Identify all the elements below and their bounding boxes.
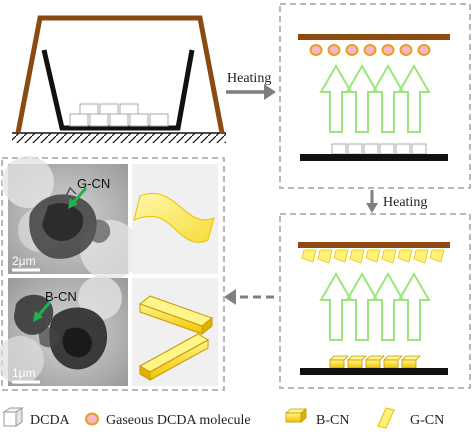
crucible-outline <box>15 15 225 134</box>
heating-label-1: Heating <box>227 71 271 86</box>
heating-arrow-2: Heating <box>366 190 427 213</box>
tem-image-gcn: G-CN 2μm <box>2 156 140 280</box>
tem-scale-bcn: 1μm <box>12 366 36 380</box>
panel-products: G-CN 2μm B-CN 1μm <box>0 156 225 391</box>
panel-growth <box>279 213 471 389</box>
dcda-cubes-substrate <box>331 143 427 155</box>
lid-plate-2 <box>298 242 450 248</box>
dashed-flow-arrow <box>224 289 274 305</box>
heating-arrow-1: Heating <box>226 71 276 100</box>
substrate-1 <box>300 154 448 161</box>
gaseous-molecules <box>309 44 431 56</box>
heating-label-2: Heating <box>383 195 427 210</box>
legend-gcn-label: G-CN <box>410 413 444 428</box>
legend-gaseous-label: Gaseous DCDA molecule <box>106 413 251 428</box>
tem-image-bcn: B-CN 1μm <box>0 276 128 386</box>
panel-gaseous <box>279 3 471 189</box>
gcn-flakes-lid <box>301 249 445 264</box>
substrate-2 <box>300 368 448 375</box>
bcn-slab-schematic-1 <box>138 295 214 336</box>
legend: DCDA Gaseous DCDA molecule B-CN G-CN <box>2 407 444 429</box>
legend-bcn-label: B-CN <box>316 413 349 428</box>
panel-growth-border <box>279 213 471 389</box>
floor-hatch <box>12 133 226 143</box>
gcn-sheet-schematic <box>133 192 215 243</box>
crucible-panel <box>12 15 226 143</box>
legend-gcn-icon <box>377 407 395 429</box>
vapor-arrows-2 <box>319 271 431 341</box>
tem-scale-gcn: 2μm <box>12 254 36 268</box>
panel-products-border <box>1 157 225 391</box>
bcn-blocks-substrate <box>329 355 421 369</box>
dcda-cubes-crucible <box>69 103 169 127</box>
inner-boat <box>41 49 195 131</box>
panel-gaseous-border <box>279 3 471 189</box>
vapor-arrows-1 <box>319 63 431 133</box>
bcn-slab-schematic-2 <box>138 333 210 381</box>
legend-bcn-icon <box>284 408 308 423</box>
legend-molecule-icon <box>85 412 99 426</box>
tem-label-bcn: B-CN <box>45 289 77 304</box>
legend-dcda-label: DCDA <box>30 413 71 428</box>
lid-plate <box>298 34 450 40</box>
tem-label-gcn: G-CN <box>77 176 110 191</box>
legend-dcda-icon <box>2 407 24 427</box>
